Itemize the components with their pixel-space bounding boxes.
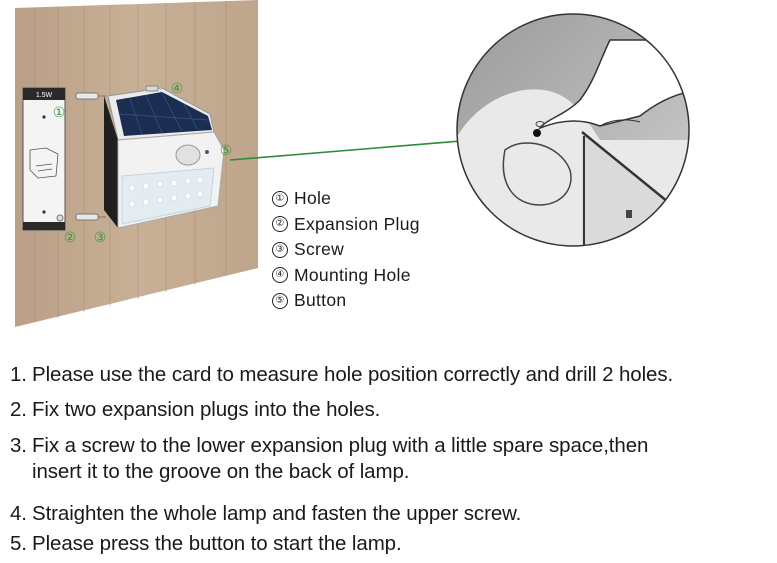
card-lamp-sketch-icon xyxy=(29,147,59,179)
callout-expansion-plug: ② xyxy=(64,230,77,246)
step-number: 2. xyxy=(10,398,27,421)
callout-mounting-hole: ④ xyxy=(171,81,184,97)
lamp-button-icon xyxy=(205,150,209,154)
pir-sensor-icon xyxy=(175,144,201,166)
legend-marker: ① xyxy=(272,190,288,207)
parts-legend: ① Hole ② Expansion Plug ③ Screw ④ Mounti… xyxy=(272,186,420,314)
step-number: 4. xyxy=(10,502,27,525)
zoom-detail xyxy=(456,13,690,247)
legend-item-mounting-hole: ④ Mounting Hole xyxy=(272,263,420,289)
step-text: Fix a screw to the lower expansion plug … xyxy=(32,434,649,457)
step-text-continued: insert it to the groove on the back of l… xyxy=(32,460,410,483)
finger-icon xyxy=(538,39,689,130)
step-number: 1. xyxy=(10,363,27,386)
expansion-plugs xyxy=(56,92,106,222)
step-number: 3. xyxy=(10,434,27,457)
mounting-card: 1.5W xyxy=(22,87,66,231)
step-2: 2.Fix two expansion plugs into the holes… xyxy=(10,397,380,423)
callout-screw: ③ xyxy=(94,230,107,246)
step-text: Please use the card to measure hole posi… xyxy=(32,363,674,386)
step-1: 1.Please use the card to measure hole po… xyxy=(10,362,673,388)
legend-label: Button xyxy=(294,290,347,310)
step-number: 5. xyxy=(10,532,27,555)
installation-illustration: 1.5W xyxy=(15,0,690,327)
legend-label: Hole xyxy=(294,188,332,208)
legend-label: Expansion Plug xyxy=(294,213,420,234)
step-3: 3.Fix a screw to the lower expansion plu… xyxy=(10,433,648,485)
legend-marker: ③ xyxy=(272,241,288,258)
step-5: 5.Please press the button to start the l… xyxy=(10,531,402,557)
legend-label: Screw xyxy=(294,239,345,259)
step-text: Fix two expansion plugs into the holes. xyxy=(32,398,381,421)
mounting-hole-icon xyxy=(145,85,159,92)
step-text: Straighten the whole lamp and fasten the… xyxy=(32,502,522,525)
legend-item-hole: ① Hole xyxy=(272,186,420,212)
legend-marker: ② xyxy=(272,216,288,233)
card-wattage-label: 1.5W xyxy=(36,92,53,99)
legend-item-expansion-plug: ② Expansion Plug xyxy=(272,212,420,238)
legend-marker: ⑤ xyxy=(272,292,288,309)
solar-lamp xyxy=(104,85,225,229)
legend-item-screw: ③ Screw xyxy=(272,237,420,263)
callout-hole: ① xyxy=(53,105,66,121)
legend-item-button: ⑤ Button xyxy=(272,288,420,314)
legend-label: Mounting Hole xyxy=(294,264,411,285)
legend-marker: ④ xyxy=(272,267,288,284)
step-4: 4.Straighten the whole lamp and fasten t… xyxy=(10,501,521,527)
callout-button: ⑤ xyxy=(220,143,233,159)
step-text: Please press the button to start the lam… xyxy=(32,532,402,555)
